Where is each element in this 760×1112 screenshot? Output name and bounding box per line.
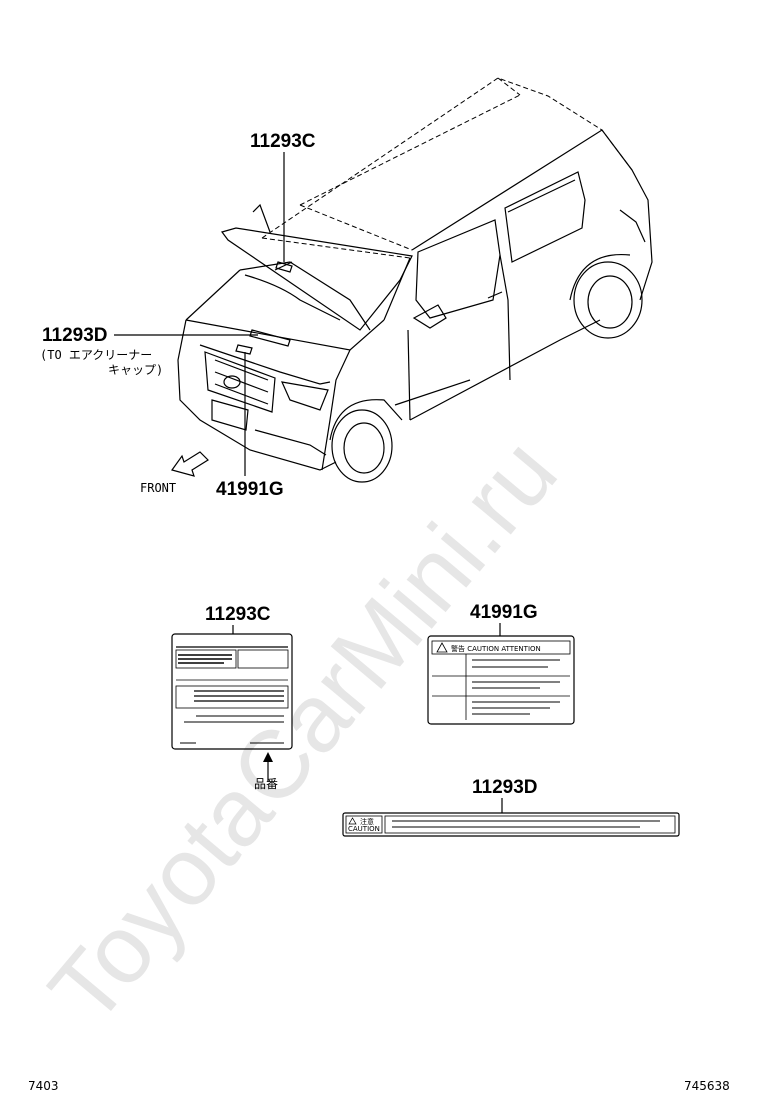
callout-11293C: 11293C xyxy=(250,131,316,262)
caution-attention-text: 警告 CAUTION ATTENTION xyxy=(451,644,541,653)
part-number-marker: 品番 xyxy=(254,777,278,791)
front-label: FRONT xyxy=(140,481,176,495)
callout-11293D: 11293D (TO エアクリーナー キャップ) xyxy=(40,325,258,377)
footer-left-code: 7403 xyxy=(28,1079,59,1093)
part-number-11293C: 11293C xyxy=(250,131,316,152)
label-41991G-sticker xyxy=(427,635,575,725)
front-indicator: FRONT xyxy=(140,451,209,495)
label-11293C-part-number: 11293C xyxy=(205,604,271,625)
car-illustration xyxy=(177,77,653,483)
label-41991G: 41991G 警告 CAUTION ATTENTION xyxy=(427,602,575,725)
label-11293C: 11293C 品番 xyxy=(171,604,293,791)
label-11293D-sticker xyxy=(342,812,680,837)
label-11293D: 11293D 注意 CAUTION xyxy=(342,777,680,837)
front-arrow-icon xyxy=(171,451,209,477)
part-number-11293D: 11293D xyxy=(42,325,108,346)
note-cap: キャップ) xyxy=(108,363,163,377)
warning-triangle-icon xyxy=(436,642,448,653)
part-number-41991G: 41991G xyxy=(216,479,284,500)
note-to-air-cleaner: (TO エアクリーナー xyxy=(40,348,152,362)
caution-triangle-icon xyxy=(348,817,357,825)
caution-text-jp: 注意 xyxy=(360,817,374,826)
label-41991G-part-number: 41991G xyxy=(470,602,538,623)
footer-right-code: 745638 xyxy=(684,1079,730,1093)
callout-41991G: 41991G xyxy=(216,352,284,500)
label-11293C-sticker xyxy=(171,633,293,750)
label-11293D-part-number: 11293D xyxy=(472,777,538,798)
caution-text-en: CAUTION xyxy=(348,825,380,833)
watermark: ToyotaCarMini.ru xyxy=(29,419,577,1044)
